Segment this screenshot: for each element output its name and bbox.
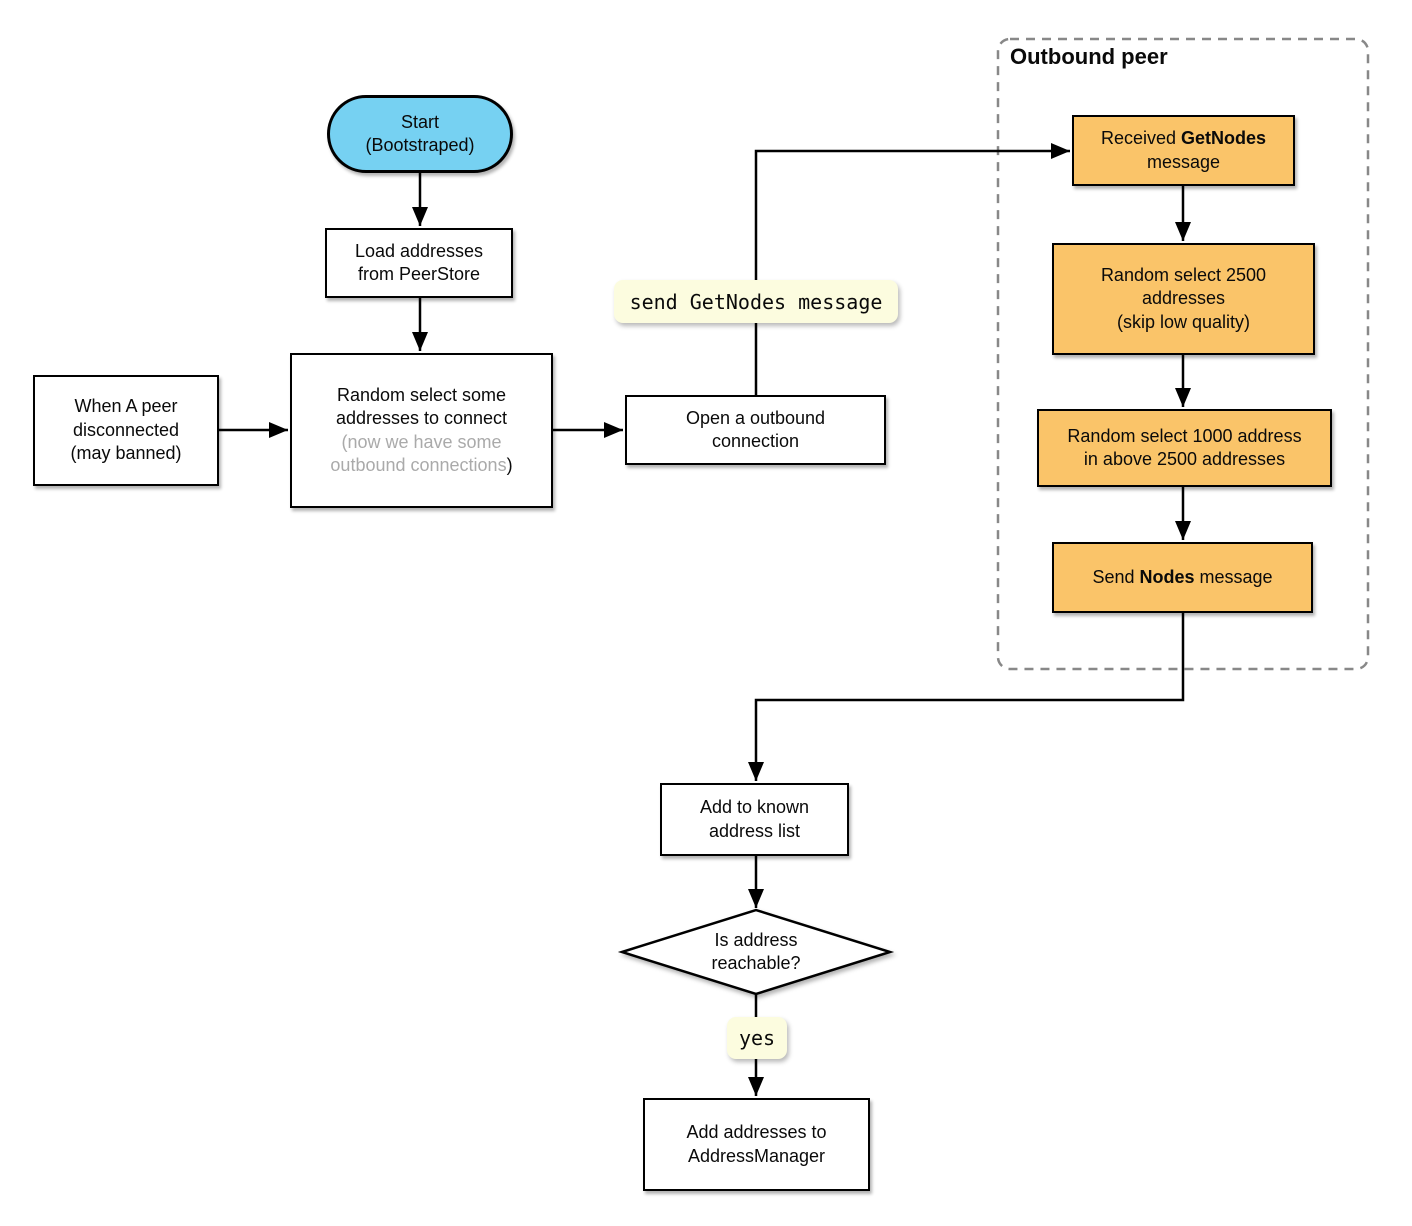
node-received-getnodes: Received GetNodes message (1072, 115, 1295, 186)
node-random-2500-line2: addresses (1141, 288, 1226, 309)
node-add-known-line2: address list (708, 820, 801, 841)
node-add-known-line1: Add to known (699, 797, 810, 818)
node-is-reachable-line1: Is address (714, 929, 798, 950)
node-open-outbound-line1: Open a outbound (685, 407, 826, 428)
node-send-nodes-post: message (1194, 566, 1273, 587)
arrow-sendnodes-to-addknown (748, 613, 1185, 781)
node-received-getnodes-line2: message (1146, 151, 1221, 172)
node-when-disconnected: When A peer disconnected (may banned) (33, 375, 219, 486)
node-add-addressmanager-line1: Add addresses to (686, 1122, 827, 1143)
node-start-line1: Start (400, 111, 439, 132)
node-received-getnodes-pre: Received (1100, 128, 1181, 149)
node-load-peerstore-line1: Load addresses (354, 240, 484, 261)
node-when-disconnected-line2: disconnected (72, 419, 180, 440)
node-received-getnodes-line1: Received GetNodes (1101, 127, 1266, 150)
node-is-reachable: Is address reachable? (622, 910, 890, 994)
node-load-peerstore-line2: from PeerStore (357, 264, 481, 284)
node-random-select-line2: addresses to connect (335, 408, 508, 429)
node-random-1000-line2: in above 2500 addresses (1083, 449, 1286, 469)
node-open-outbound-line2: connection (711, 431, 800, 451)
node-add-known: Add to known address list (660, 783, 849, 856)
node-random-select-note-close: ) (506, 454, 513, 475)
node-open-outbound: Open a outbound connection (625, 395, 886, 465)
node-random-1000: Random select 1000 address in above 2500… (1037, 409, 1332, 487)
node-add-addressmanager: Add addresses to AddressManager (643, 1098, 870, 1191)
node-random-select-note-text: (now we have some outbound connections (330, 431, 507, 475)
node-random-select-line1: Random select some (336, 384, 507, 405)
node-when-disconnected-line1: When A peer (74, 396, 178, 417)
node-random-1000-line1: Random select 1000 address (1067, 425, 1302, 446)
node-load-peerstore: Load addresses from PeerStore (325, 228, 513, 298)
node-random-2500-line3: (skip low quality) (1116, 311, 1251, 332)
node-send-nodes-line1: Send Nodes message (1092, 566, 1272, 589)
node-random-select-note: (now we have some outbound connections) (302, 431, 541, 478)
node-random-2500-line1: Random select 2500 (1100, 264, 1267, 285)
node-start: Start (Bootstraped) (327, 95, 513, 173)
node-random-select-connect: Random select some addresses to connect … (290, 353, 553, 508)
node-send-nodes-bold: Nodes (1139, 566, 1195, 587)
node-send-nodes-pre: Send (1092, 566, 1140, 587)
node-received-getnodes-bold: GetNodes (1181, 128, 1267, 149)
node-send-nodes: Send Nodes message (1052, 542, 1313, 613)
edge-label-send-getnodes: send GetNodes message (614, 280, 898, 323)
node-random-2500: Random select 2500 addresses (skip low q… (1052, 243, 1315, 355)
node-is-reachable-line2: reachable? (711, 953, 801, 973)
node-add-addressmanager-line2: AddressManager (687, 1145, 826, 1166)
node-when-disconnected-line3: (may banned) (70, 443, 182, 464)
decision-diamond (617, 908, 895, 996)
arrow-open-to-received-getnodes (754, 143, 1070, 395)
outbound-peer-group-title: Outbound peer (1010, 44, 1168, 69)
edge-label-yes: yes (727, 1017, 787, 1059)
node-start-line2: (Bootstraped) (365, 135, 475, 155)
